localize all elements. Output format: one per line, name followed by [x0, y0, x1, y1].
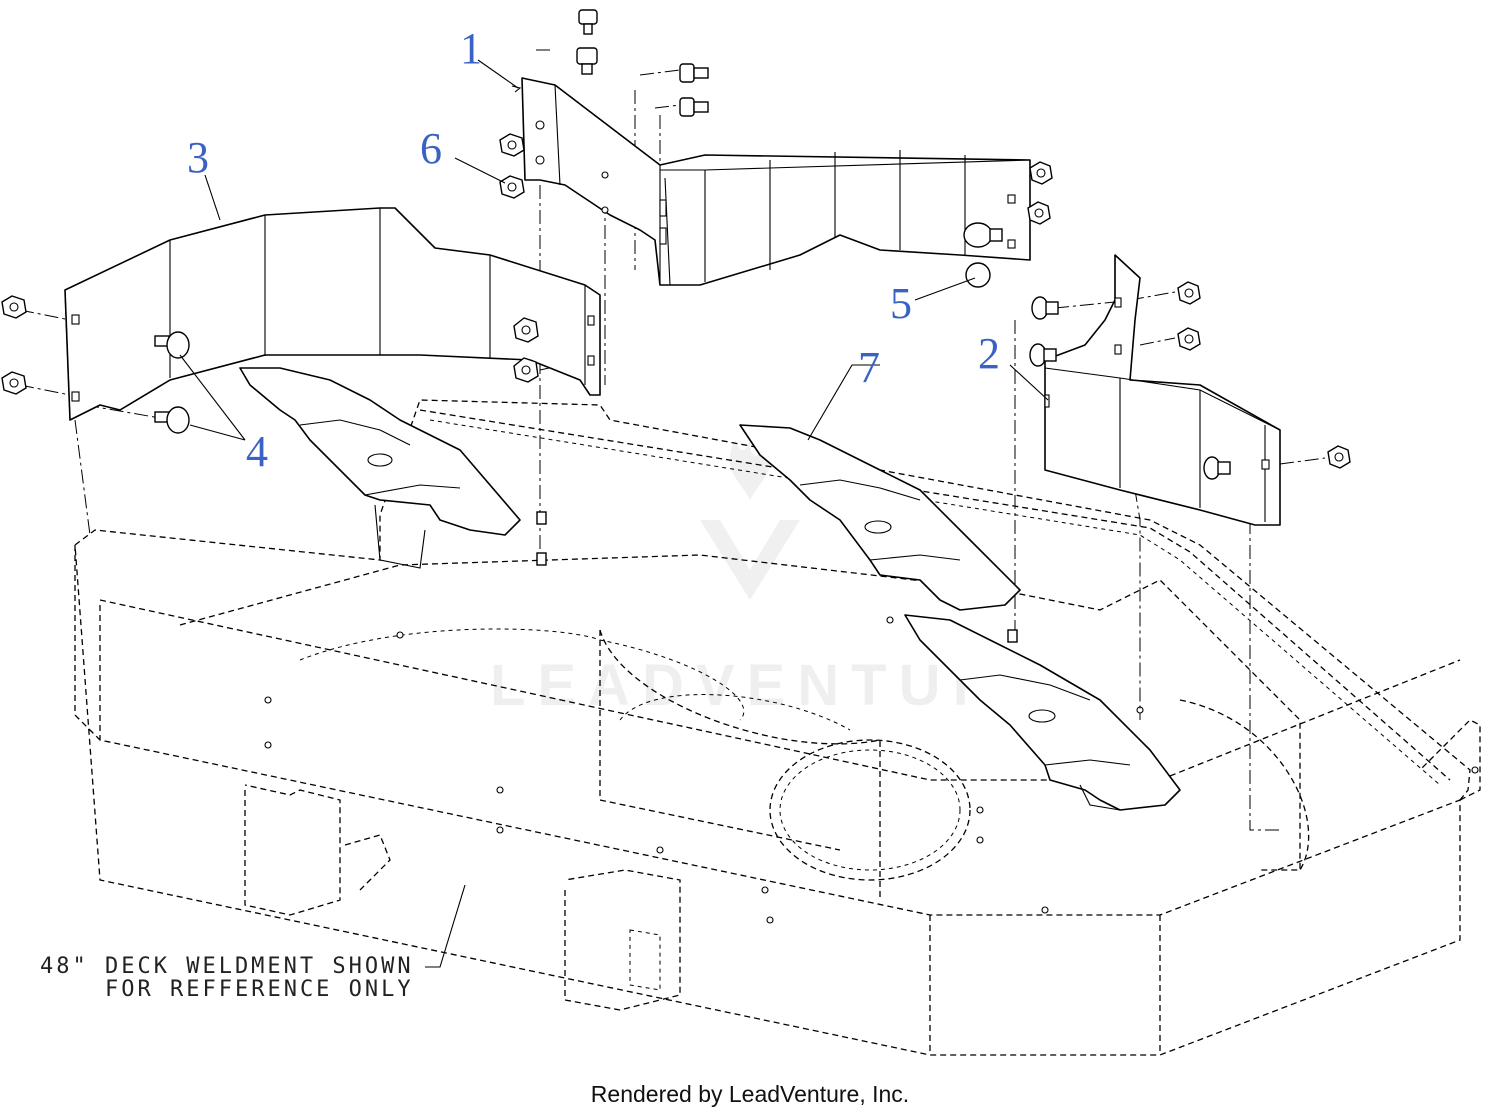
nut-icon [513, 357, 539, 383]
blade-center [739, 424, 1021, 611]
callout-leaders [179, 59, 1049, 968]
bolt-icon [679, 97, 709, 117]
baffle-part-1 [521, 77, 1031, 286]
footer-credit: Rendered by LeadVenture, Inc. [591, 1081, 909, 1107]
callout-7: 7 [858, 343, 880, 392]
callout-6: 6 [420, 124, 442, 173]
nut-icon [499, 175, 525, 199]
callout-3: 3 [187, 133, 209, 182]
pin-icon [963, 222, 1003, 248]
callout-labels: 1 2 3 4 5 6 7 [187, 24, 1000, 476]
callout-5: 5 [890, 279, 912, 328]
blade-right [904, 614, 1181, 811]
nut-icon [1, 371, 27, 395]
nut-icon [1029, 161, 1053, 185]
nut-icon [1327, 445, 1351, 469]
bolt-icon [578, 9, 598, 35]
bolt-icon [1031, 296, 1059, 320]
reference-note-line-2: FOR REFFERENCE ONLY [105, 977, 414, 1002]
nut-icon [1027, 201, 1051, 225]
nut-icon [1, 295, 27, 319]
nut-icon [1177, 327, 1201, 351]
hardware [1, 9, 1351, 643]
bolt-icon [1029, 343, 1057, 367]
pin-icon [154, 331, 190, 359]
nut-icon [1177, 281, 1201, 305]
bolt-icon [1203, 456, 1231, 480]
pin-icon [154, 406, 190, 434]
callout-1: 1 [460, 24, 482, 73]
reference-note-line-1: 48" DECK WELDMENT SHOWN [40, 954, 414, 979]
baffle-part-3 [64, 207, 601, 421]
callout-2: 2 [978, 329, 1000, 378]
bolt-icon [679, 63, 709, 83]
nut-icon [499, 133, 525, 157]
bolt-icon [576, 47, 598, 75]
blade-left [239, 367, 521, 569]
nut-icon [513, 317, 539, 343]
deck-weldment [74, 399, 1481, 1056]
pin-icon [965, 262, 991, 288]
deck-holes [264, 616, 1479, 924]
callout-4: 4 [246, 427, 268, 476]
baffle-part-2 [1044, 254, 1281, 526]
